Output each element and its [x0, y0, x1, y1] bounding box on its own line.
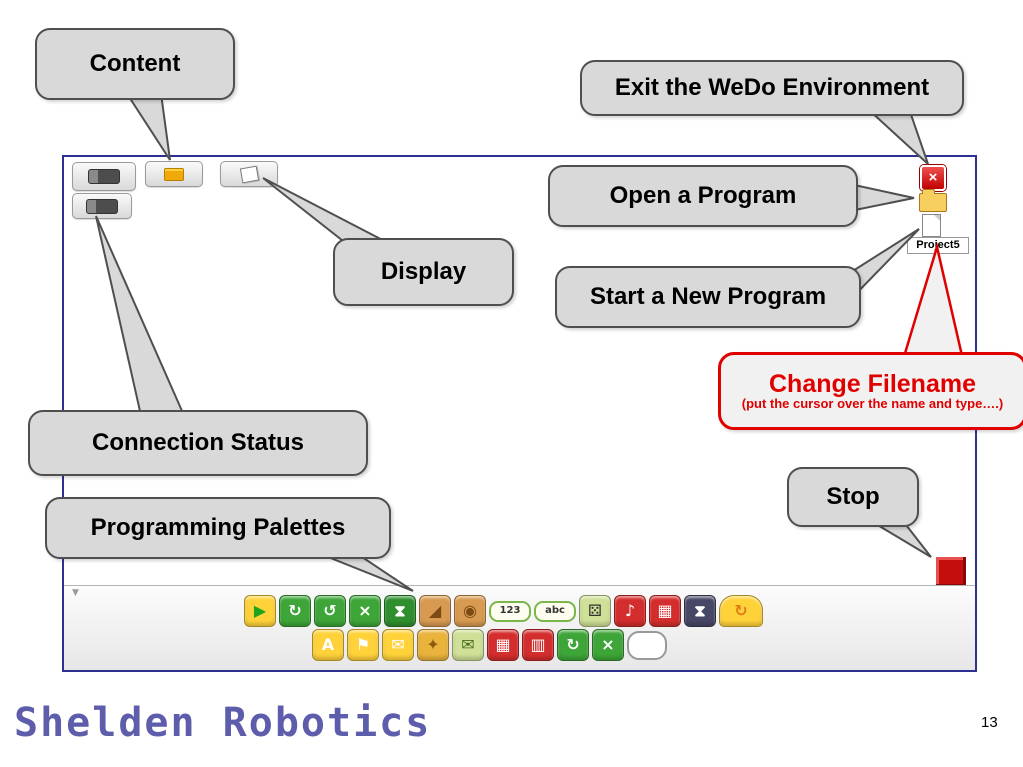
motion-sensor-block[interactable]: ◉ [454, 595, 486, 627]
exit-callout: Exit the WeDo Environment [580, 60, 964, 116]
motor-that-way-block[interactable]: ↺ [314, 595, 346, 627]
speech-bubble-block[interactable] [627, 630, 667, 660]
play-sound-icon: ♪ [624, 601, 636, 620]
random-input-icon: ⚄ [588, 601, 602, 620]
start-block[interactable]: ▶ [244, 595, 276, 627]
motor-on-for-block[interactable]: ⧗ [384, 595, 416, 627]
motor-this-way-icon: ↻ [288, 601, 302, 620]
brick-icon [164, 167, 184, 181]
start-icon: ▶ [253, 601, 267, 620]
random-input-block[interactable]: ⚄ [579, 595, 611, 627]
palette-collapse-toggle[interactable]: ▼ [72, 588, 79, 598]
connection-status-callout: Connection Status [28, 410, 368, 476]
stop-callout-label: Stop [826, 483, 880, 510]
programming-palettes-callout-label: Programming Palettes [90, 514, 346, 541]
shelden-robotics-logo: Shelden Robotics [14, 700, 432, 746]
sound-input-block[interactable]: ✉ [452, 629, 484, 661]
open-program-button[interactable] [919, 189, 947, 212]
screen-multiply-block[interactable]: ▥ [522, 629, 554, 661]
repeat-loop-icon: ↻ [734, 601, 748, 620]
palette-row-2: A ⚑ ✉ ✦ ✉ ▦ ▥ ↻ × [34, 629, 945, 661]
screen-add-block[interactable]: ▦ [487, 629, 519, 661]
number-input-block[interactable]: 123 [489, 600, 531, 622]
display-icon [239, 165, 259, 183]
palette-row-1: ▶ ↻ ↺ × ⧗ ◢ ◉ 123 abc ⚄ ♪ ▦ ⧗ ↻ [48, 595, 959, 627]
stop-callout: Stop [787, 467, 919, 527]
motor-power-block[interactable]: ↻ [557, 629, 589, 661]
connection-status-button-1[interactable] [72, 162, 136, 191]
display-button[interactable] [220, 161, 278, 187]
motor-this-way-block[interactable]: ↻ [279, 595, 311, 627]
sound-input-icon: ✉ [461, 635, 475, 654]
change-filename-callout: Change Filename (put the cursor over the… [718, 352, 1023, 430]
content-button[interactable] [145, 161, 203, 187]
exit-callout-label: Exit the WeDo Environment [614, 74, 930, 101]
stop-button[interactable] [936, 557, 966, 587]
motor-on-for-icon: ⧗ [394, 601, 406, 620]
start-on-key-icon: ✦ [426, 635, 440, 654]
screen-multiply-icon: ▥ [530, 635, 546, 654]
display-letter-icon: A [321, 635, 335, 654]
display-screen-icon: ▦ [657, 601, 673, 620]
start-new-program-callout: Start a New Program [555, 266, 861, 328]
programming-palette-bar: ▼ ▶ ↻ ↺ × ⧗ ◢ ◉ 123 abc ⚄ ♪ ▦ ⧗ ↻ A ⚑ ✉ ✦ ✉ ▦ ▥ ↻ × [64, 585, 975, 670]
start-on-message-block[interactable]: ⚑ [347, 629, 379, 661]
motor-stop-icon: × [601, 635, 615, 654]
change-filename-callout-label: Change Filename [769, 370, 976, 398]
text-input-icon: abc [545, 605, 565, 616]
content-callout: Content [35, 28, 235, 100]
display-callout: Display [333, 238, 514, 306]
start-on-key-block[interactable]: ✦ [417, 629, 449, 661]
connection-status-button-2[interactable] [72, 193, 132, 219]
exit-button[interactable]: × [920, 165, 946, 191]
wait-for-icon: ⧗ [694, 601, 706, 620]
screen-add-icon: ▦ [495, 635, 511, 654]
play-sound-block[interactable]: ♪ [614, 595, 646, 627]
display-callout-label: Display [380, 258, 467, 285]
motor-stop-block[interactable]: × [592, 629, 624, 661]
display-letter-block[interactable]: A [312, 629, 344, 661]
hub-icon [86, 198, 118, 214]
send-message-icon: ✉ [391, 635, 405, 654]
open-program-callout: Open a Program [548, 165, 858, 227]
repeat-loop-block[interactable]: ↻ [719, 595, 763, 627]
new-program-button[interactable] [922, 214, 941, 237]
text-input-block[interactable]: abc [534, 600, 576, 622]
motion-sensor-icon: ◉ [463, 601, 477, 620]
change-filename-callout-sublabel: (put the cursor over the name and type….… [741, 396, 1004, 411]
motor-off-icon: × [358, 601, 372, 620]
motor-off-block[interactable]: × [349, 595, 381, 627]
display-screen-block[interactable]: ▦ [649, 595, 681, 627]
send-message-block[interactable]: ✉ [382, 629, 414, 661]
programming-palettes-callout: Programming Palettes [45, 497, 391, 559]
motor-power-icon: ↻ [566, 635, 580, 654]
open-program-callout-label: Open a Program [609, 182, 797, 209]
motor-that-way-icon: ↺ [323, 601, 337, 620]
number-input-icon: 123 [499, 605, 521, 616]
connection-status-callout-label: Connection Status [91, 429, 304, 456]
wait-for-block[interactable]: ⧗ [684, 595, 716, 627]
hub-icon [88, 169, 120, 184]
content-callout-label: Content [89, 50, 181, 77]
tilt-sensor-block[interactable]: ◢ [419, 595, 451, 627]
page-number: 13 [981, 714, 998, 731]
start-on-message-icon: ⚑ [355, 635, 371, 654]
project-name-field[interactable]: Project5 [907, 237, 969, 254]
start-new-callout-label: Start a New Program [589, 283, 827, 310]
tilt-sensor-icon: ◢ [428, 601, 442, 620]
